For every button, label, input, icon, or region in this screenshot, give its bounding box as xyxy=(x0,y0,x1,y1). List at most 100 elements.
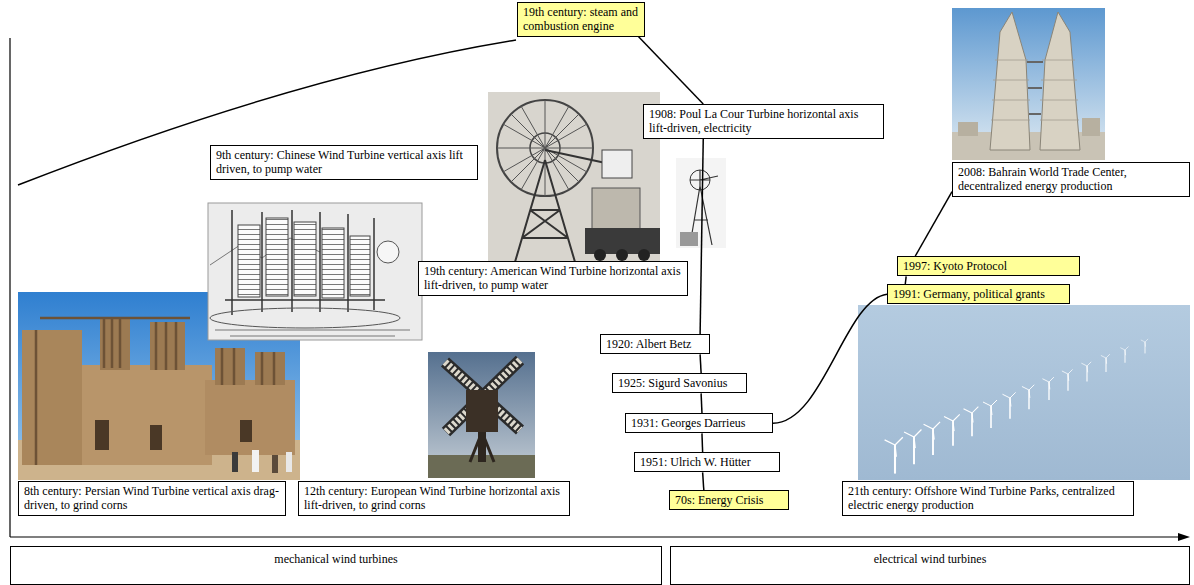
european-windmill-photo xyxy=(478,428,486,462)
offshore-park-photo xyxy=(1002,392,1015,418)
european-windmill-photo xyxy=(428,352,535,478)
american-windmill-photo xyxy=(497,100,593,196)
era-band: electrical wind turbines xyxy=(670,546,1190,585)
offshore-park-photo xyxy=(1101,354,1110,372)
trend-line xyxy=(773,294,887,423)
era-label: mechanical wind turbines xyxy=(16,552,656,566)
european-windmill-photo xyxy=(445,360,520,432)
offshore-park-photo xyxy=(904,430,921,465)
persian-windmill-photo xyxy=(22,330,82,465)
caption-text: 70s: Energy Crisis xyxy=(675,493,783,507)
offshore-park-photo xyxy=(1120,347,1128,363)
caption-box: 1951: Ulrich W. Hütter xyxy=(634,452,780,472)
bahrain-wtc-photo xyxy=(990,12,1030,150)
caption-box: 12th century: European Wind Turbine hori… xyxy=(298,481,570,516)
caption-box: 1920: Albert Betz xyxy=(600,334,710,354)
trend-line xyxy=(700,139,703,334)
caption-text: 1925: Sigurd Savonius xyxy=(618,376,741,390)
caption-text: 19th century: steam and combustion engin… xyxy=(523,5,639,34)
caption-box: 1931: Georges Darrieus xyxy=(625,413,773,433)
american-windmill-photo xyxy=(594,249,606,261)
american-windmill-photo xyxy=(488,92,660,262)
time-axis xyxy=(1178,533,1190,541)
chinese-windmill-sketch xyxy=(238,225,260,297)
persian-windmill-photo xyxy=(255,352,285,385)
caption-text: 2008: Bahrain World Trade Center, decent… xyxy=(958,165,1184,194)
trend-line xyxy=(905,276,907,284)
caption-box: 1908: Poul La Cour Turbine horizontal ax… xyxy=(643,104,884,139)
trend-line xyxy=(915,192,952,256)
caption-text: 1991: Germany, political grants xyxy=(893,287,1064,301)
chinese-windmill-sketch xyxy=(208,203,422,340)
bahrain-wtc-photo xyxy=(991,60,1079,120)
bahrain-wtc-photo xyxy=(1040,12,1080,150)
caption-text: 1997: Kyoto Protocol xyxy=(903,259,1074,273)
american-windmill-photo xyxy=(616,249,628,261)
persian-windmill-photo xyxy=(82,365,212,465)
event-box: 1997: Kyoto Protocol xyxy=(897,256,1080,276)
european-windmill-photo xyxy=(466,390,498,432)
bahrain-wtc-photo xyxy=(952,8,1105,160)
offshore-park-photo xyxy=(858,305,1190,480)
offshore-park-photo xyxy=(944,414,960,445)
caption-box: 21th century: Offshore Wind Turbine Park… xyxy=(842,481,1134,516)
caption-box: 2008: Bahrain World Trade Center, decent… xyxy=(952,162,1190,197)
caption-text: 12th century: European Wind Turbine hori… xyxy=(304,484,564,513)
caption-text: 1951: Ulrich W. Hütter xyxy=(640,455,774,469)
persian-windmill-photo xyxy=(252,450,259,472)
trend-line xyxy=(701,433,703,452)
american-windmill-photo xyxy=(602,150,632,178)
caption-box: 9th century: Chinese Wind Turbine vertic… xyxy=(210,145,478,180)
caption-box: 19th century: American Wind Turbine hori… xyxy=(418,261,688,296)
chinese-windmill-sketch xyxy=(266,218,288,296)
caption-text: 1931: Georges Darrieus xyxy=(631,416,767,430)
era-label: electrical wind turbines xyxy=(676,552,1184,566)
offshore-park-photo xyxy=(1062,369,1073,390)
bahrain-wtc-photo xyxy=(1082,118,1100,136)
bahrain-wtc-photo xyxy=(952,8,1105,160)
era-band: mechanical wind turbines xyxy=(10,546,662,585)
caption-text: 1908: Poul La Cour Turbine horizontal ax… xyxy=(649,107,878,136)
time-axis xyxy=(9,38,10,537)
event-box: 70s: Energy Crisis xyxy=(669,490,789,510)
caption-text: 8th century: Persian Wind Turbine vertic… xyxy=(24,484,280,513)
chinese-windmill-sketch xyxy=(210,308,400,328)
bahrain-wtc-photo xyxy=(1027,62,1043,114)
time-axis xyxy=(10,536,1180,537)
chinese-windmill-sketch xyxy=(215,330,410,336)
chinese-windmill-sketch xyxy=(322,228,344,298)
offshore-park-photo xyxy=(1141,339,1148,354)
trend-line xyxy=(700,393,702,413)
persian-windmill-photo xyxy=(95,420,109,450)
offshore-park-photo xyxy=(1022,385,1034,410)
persian-windmill-photo xyxy=(240,420,252,442)
event-box: 19th century: steam and combustion engin… xyxy=(517,2,645,37)
persian-windmill-photo xyxy=(205,380,295,455)
persian-windmill-photo xyxy=(286,452,292,472)
trend-line xyxy=(700,354,701,373)
offshore-park-photo xyxy=(1042,377,1053,400)
american-windmill-photo xyxy=(638,249,650,261)
caption-text: 21th century: Offshore Wind Turbine Park… xyxy=(848,484,1128,513)
persian-windmill-photo xyxy=(232,452,238,472)
chinese-windmill-sketch xyxy=(377,241,399,263)
european-windmill-photo xyxy=(428,352,535,478)
chinese-windmill-sketch xyxy=(350,236,370,296)
european-windmill-photo xyxy=(445,360,520,432)
trend-line xyxy=(703,472,704,490)
small-windmill-photo xyxy=(680,232,698,246)
chinese-windmill-sketch xyxy=(208,203,422,340)
american-windmill-photo xyxy=(497,100,593,196)
offshore-park-photo xyxy=(1081,362,1091,382)
caption-box: 8th century: Persian Wind Turbine vertic… xyxy=(18,481,286,516)
persian-windmill-photo xyxy=(215,348,245,385)
chinese-windmill-sketch xyxy=(225,210,385,315)
american-windmill-photo xyxy=(515,160,575,262)
persian-windmill-photo xyxy=(272,455,278,473)
offshore-park-photo xyxy=(924,422,941,455)
bahrain-wtc-photo xyxy=(958,122,978,136)
offshore-park-photo xyxy=(964,407,979,437)
caption-text: 1920: Albert Betz xyxy=(606,337,704,351)
persian-windmill-photo xyxy=(150,425,162,450)
offshore-park-photo xyxy=(983,400,997,428)
